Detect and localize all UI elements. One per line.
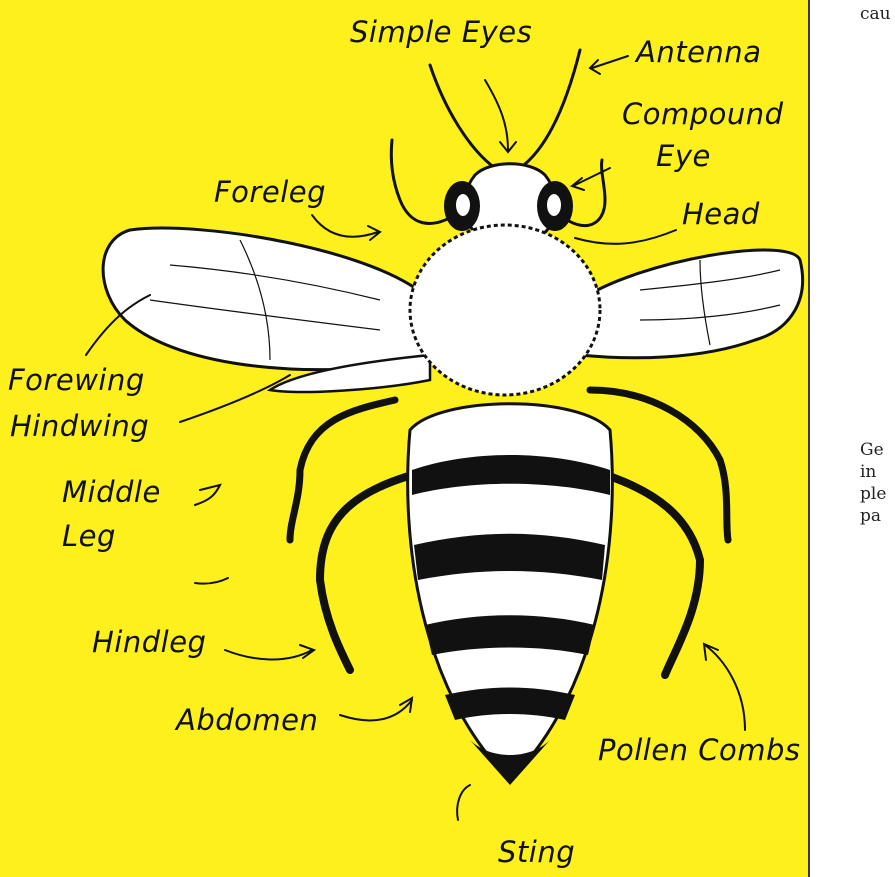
- label-compound-eye-line2: Eye: [656, 142, 711, 171]
- label-forewing: Forewing: [8, 366, 145, 395]
- label-abdomen: Abdomen: [176, 706, 318, 735]
- label-simple-eyes: Simple Eyes: [350, 18, 532, 47]
- side-text-line-1: Ge: [860, 442, 884, 459]
- forewing-right: [580, 250, 803, 358]
- label-middle-leg-line2: Leg: [62, 522, 116, 551]
- bee-diagram-panel: Simple Eyes Antenna Compound Eye Foreleg…: [0, 0, 808, 877]
- pointer-pollen-combs: [704, 644, 745, 730]
- pointer-foreleg: [312, 215, 380, 240]
- label-pollen-combs: Pollen Combs: [598, 736, 801, 765]
- label-foreleg: Foreleg: [214, 178, 326, 207]
- middle-leg-left: [290, 400, 395, 540]
- label-antenna: Antenna: [636, 38, 761, 67]
- antenna-right: [520, 50, 580, 168]
- pointer-hindleg: [225, 645, 314, 659]
- side-text-line-2: in: [860, 464, 876, 481]
- column-divider: [808, 0, 810, 877]
- label-middle-leg-line1: Middle: [62, 478, 161, 507]
- pointer-antenna: [590, 56, 628, 74]
- label-hindleg: Hindleg: [92, 628, 206, 657]
- pointer-simple-eyes: [485, 80, 516, 152]
- label-compound-eye-line1: Compound: [622, 100, 784, 129]
- forewing-left: [103, 228, 430, 370]
- side-text-top: cau: [860, 6, 891, 23]
- label-sting: Sting: [498, 838, 575, 867]
- pointer-abdomen: [340, 698, 412, 720]
- pointer-sting: [457, 785, 470, 820]
- thorax: [410, 225, 600, 395]
- pointer-hindwing: [180, 375, 290, 422]
- label-head: Head: [682, 200, 760, 229]
- side-text-line-4: pa: [860, 508, 881, 525]
- label-hindwing: Hindwing: [10, 412, 149, 441]
- pointer-middle-leg: [195, 485, 228, 584]
- pointer-head: [575, 230, 676, 244]
- side-text-line-3: ple: [860, 486, 886, 503]
